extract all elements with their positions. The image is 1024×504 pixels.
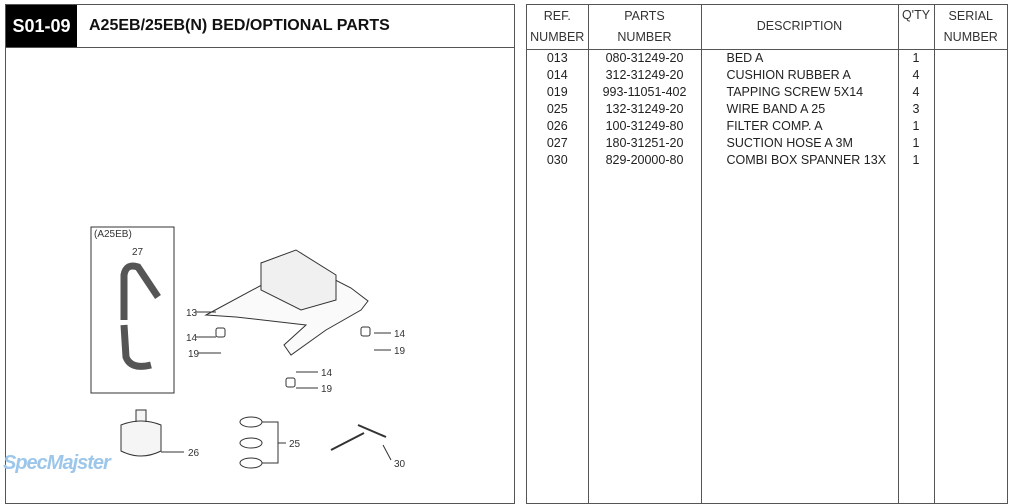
description-cell: TAPPING SCREW 5X14 xyxy=(700,83,898,101)
qty-cell: 4 xyxy=(897,83,934,101)
callout-13: 13 xyxy=(186,308,198,319)
callout-19: 19 xyxy=(188,349,200,360)
callout-25: 25 xyxy=(289,439,301,450)
qty-cell: 4 xyxy=(897,66,934,84)
ref-cell: 013 xyxy=(546,50,568,65)
cushion-2 xyxy=(360,326,371,337)
hose-upper xyxy=(120,262,161,320)
callout-27: 27 xyxy=(132,247,144,258)
description-cell: BED A xyxy=(700,49,898,67)
empty-cell xyxy=(527,169,588,504)
qty-cell: 3 xyxy=(897,100,934,118)
empty-cell xyxy=(700,168,898,503)
serial-cell xyxy=(933,49,1007,67)
hose-lower xyxy=(120,324,152,370)
header-description: DESCRIPTION xyxy=(700,5,898,50)
ref-cell: 014 xyxy=(546,67,568,82)
description-cell: FILTER COMP. A xyxy=(700,117,898,135)
description-cell: CUSHION RUBBER A xyxy=(700,66,898,84)
part-number-cell: 100-31249-80 xyxy=(587,117,701,135)
serial-cell xyxy=(933,83,1007,101)
bed-block xyxy=(260,249,337,311)
wire-band-1 xyxy=(239,416,263,428)
part-number-cell: 080-31249-20 xyxy=(587,49,701,67)
diagram-panel: S01-09 A25EB/25EB(N) BED/OPTIONAL PARTS … xyxy=(5,4,515,504)
callout-26: 26 xyxy=(188,448,200,459)
watermark: SpecMajster xyxy=(3,452,111,474)
qty-cell: 1 xyxy=(897,151,934,169)
description-cell: SUCTION HOSE A 3M xyxy=(700,134,898,152)
cushion-3 xyxy=(285,377,296,388)
empty-cell xyxy=(897,168,934,503)
qty-cell: 1 xyxy=(897,49,934,67)
ref-cell: 030 xyxy=(546,152,568,167)
callout-30: 30 xyxy=(394,459,406,470)
callout-14: 14 xyxy=(394,329,406,340)
wire-band-2 xyxy=(239,437,263,449)
page-title: A25EB/25EB(N) BED/OPTIONAL PARTS xyxy=(89,17,390,34)
section-code: S01-09 xyxy=(6,5,77,47)
callout-19: 19 xyxy=(321,384,333,395)
spanner xyxy=(330,424,387,451)
title-bar: S01-09 A25EB/25EB(N) BED/OPTIONAL PARTS xyxy=(6,5,514,48)
callout-14: 14 xyxy=(321,368,333,379)
cushion-1 xyxy=(215,327,226,338)
empty-cell xyxy=(587,168,701,503)
serial-cell xyxy=(933,151,1007,169)
serial-cell xyxy=(933,66,1007,84)
part-number-cell: 132-31249-20 xyxy=(587,100,701,118)
ref-cell: 026 xyxy=(546,118,568,133)
part-number-cell: 312-31249-20 xyxy=(587,66,701,84)
table-filler xyxy=(527,168,1007,504)
serial-cell xyxy=(933,100,1007,118)
qty-cell: 1 xyxy=(897,117,934,135)
empty-cell xyxy=(933,168,1007,503)
inset-box xyxy=(90,226,175,394)
serial-cell xyxy=(933,117,1007,135)
qty-cell: 1 xyxy=(897,134,934,152)
header-qty: Q'TY xyxy=(897,5,934,50)
callout-14: 14 xyxy=(186,333,198,344)
ref-cell: 027 xyxy=(546,135,568,150)
inset-label: (A25EB) xyxy=(94,229,132,240)
description-cell: COMBI BOX SPANNER 13X xyxy=(700,151,898,169)
serial-cell xyxy=(933,134,1007,152)
ref-cell: 019 xyxy=(546,84,568,99)
part-number-cell: 180-31251-20 xyxy=(587,134,701,152)
description-cell: WIRE BAND A 25 xyxy=(700,100,898,118)
wire-band-3 xyxy=(239,457,263,469)
part-number-cell: 829-20000-80 xyxy=(587,151,701,169)
parts-diagram: (A25EB) 27 13 14 19 14 19 14 19 26 25 30 xyxy=(90,226,406,470)
part-number-cell: 993-11051-402 xyxy=(587,83,701,101)
filter xyxy=(120,409,162,457)
header-ref: REF.NUMBER xyxy=(527,5,588,50)
ref-cell: 025 xyxy=(546,101,568,116)
callout-19: 19 xyxy=(394,346,406,357)
